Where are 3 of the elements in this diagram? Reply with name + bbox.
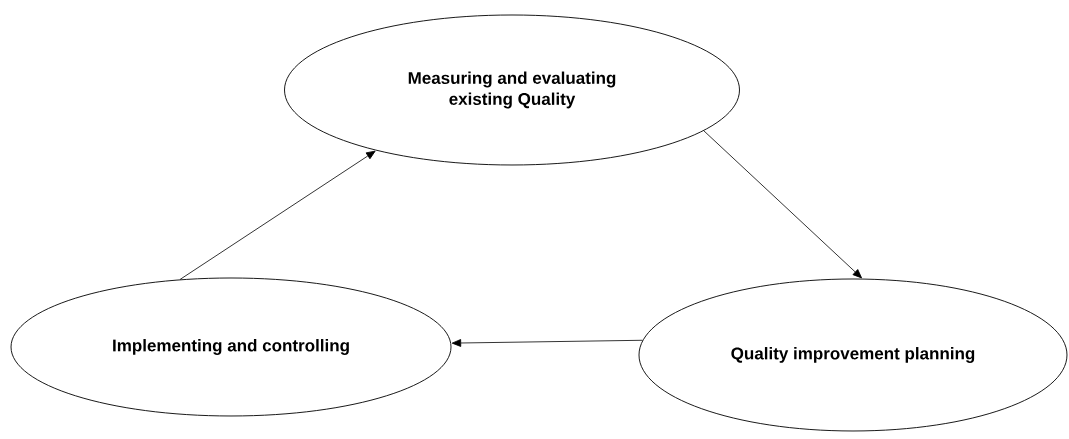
arrow bbox=[179, 150, 376, 280]
arrow bbox=[703, 130, 862, 279]
arrow bbox=[451, 339, 643, 347]
